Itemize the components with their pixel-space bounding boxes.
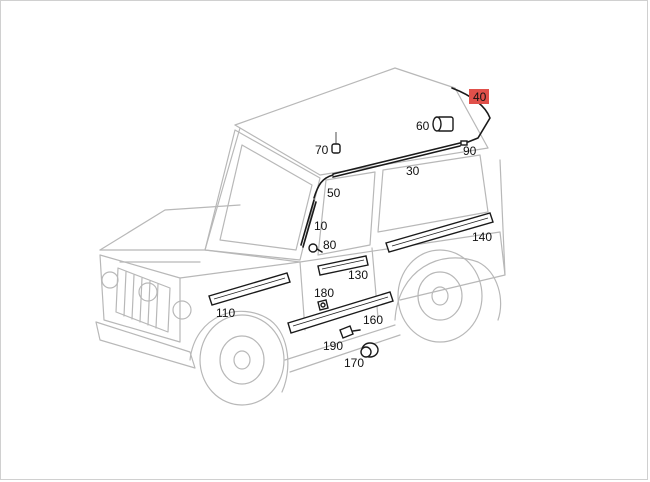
callout-50-label[interactable]: 50 [327,186,341,200]
part-110-front-moulding [208,272,291,306]
callout-10-label[interactable]: 10 [314,219,328,233]
callout-60-label[interactable]: 60 [416,119,430,133]
part-90-end-cap [460,140,468,146]
callout-130-label[interactable]: 130 [348,268,368,282]
part-160-sill-moulding [287,291,394,334]
part-40-trim [451,87,491,143]
callout-140-label[interactable]: 140 [472,230,492,244]
part-70-clip [331,132,341,154]
callouts: 40 60 70 90 30 50 10 80 140 130 180 110 … [216,89,492,370]
parts [208,87,494,358]
callout-90-label[interactable]: 90 [463,144,477,158]
part-180-clip [317,299,329,311]
callout-40-highlight [469,89,489,104]
callout-80-label[interactable]: 80 [323,238,337,252]
callout-160-label[interactable]: 160 [363,313,383,327]
part-30-roof-strip [332,142,461,175]
part-50-corner [313,174,334,199]
callout-70-label[interactable]: 70 [315,143,329,157]
part-170-cap [360,342,379,358]
callout-40-label: 40 [473,90,487,104]
callout-30-label[interactable]: 30 [406,164,420,178]
callout-190-label[interactable]: 190 [323,339,343,353]
part-80-fastener [308,243,323,253]
callout-40[interactable]: 40 [469,89,489,104]
part-190-screw [339,325,361,339]
part-10-pillar-trim [300,199,315,246]
callout-110-label[interactable]: 110 [216,306,235,320]
callout-180-label[interactable]: 180 [314,286,334,300]
part-130-door-moulding [317,255,369,276]
vehicle-outline [95,67,506,406]
part-60-cylinder [432,116,454,132]
callout-170-label[interactable]: 170 [344,356,364,370]
